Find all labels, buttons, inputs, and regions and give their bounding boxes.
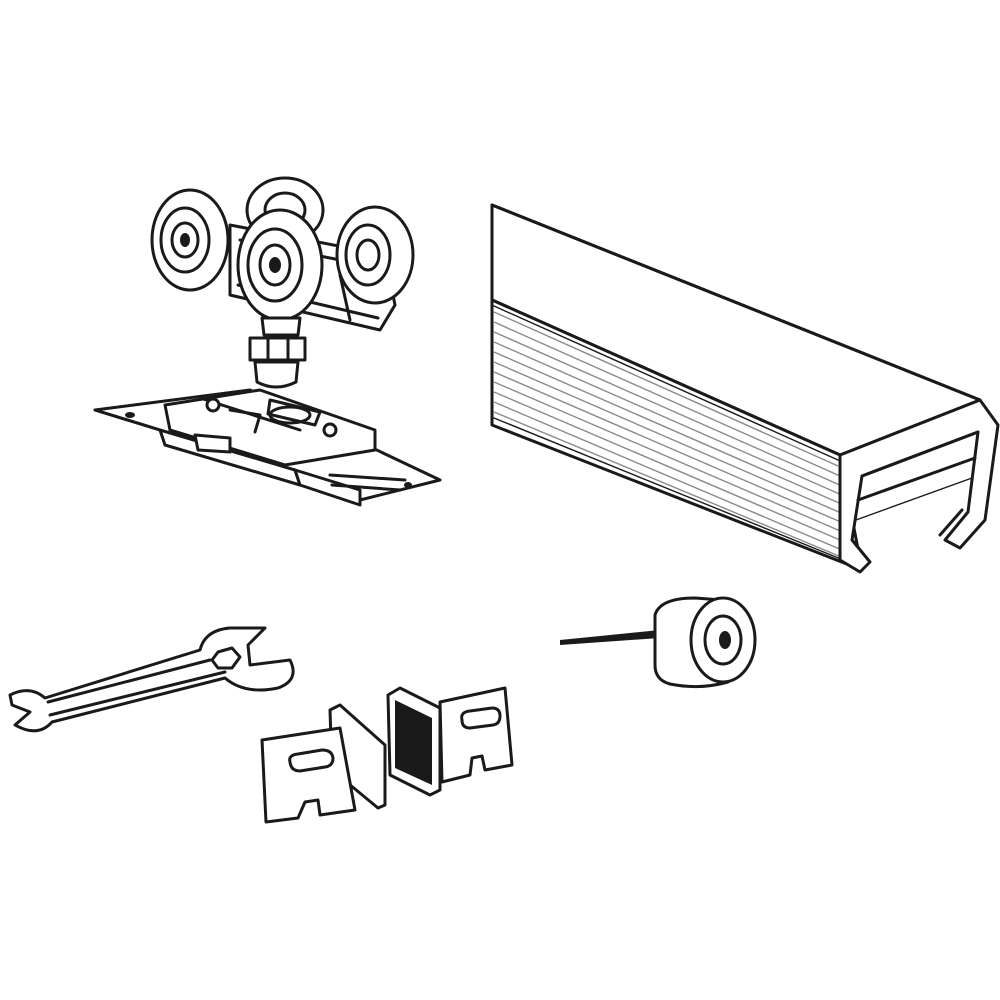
front-left-wheel — [150, 188, 230, 292]
door-guide-left — [260, 703, 387, 824]
door-stop — [560, 596, 757, 689]
roller-carriage — [150, 176, 415, 389]
door-guide-right — [386, 686, 514, 797]
track-rail-profile — [838, 398, 1000, 574]
track-rail — [490, 203, 1000, 574]
track-rail-grooves — [493, 305, 859, 567]
door-guides — [260, 686, 514, 824]
mounting-bracket — [93, 388, 442, 507]
hanger-bolt — [248, 316, 307, 389]
rear-right-wheel — [335, 205, 415, 305]
wrench — [8, 626, 295, 733]
front-right-wheel — [236, 208, 324, 322]
